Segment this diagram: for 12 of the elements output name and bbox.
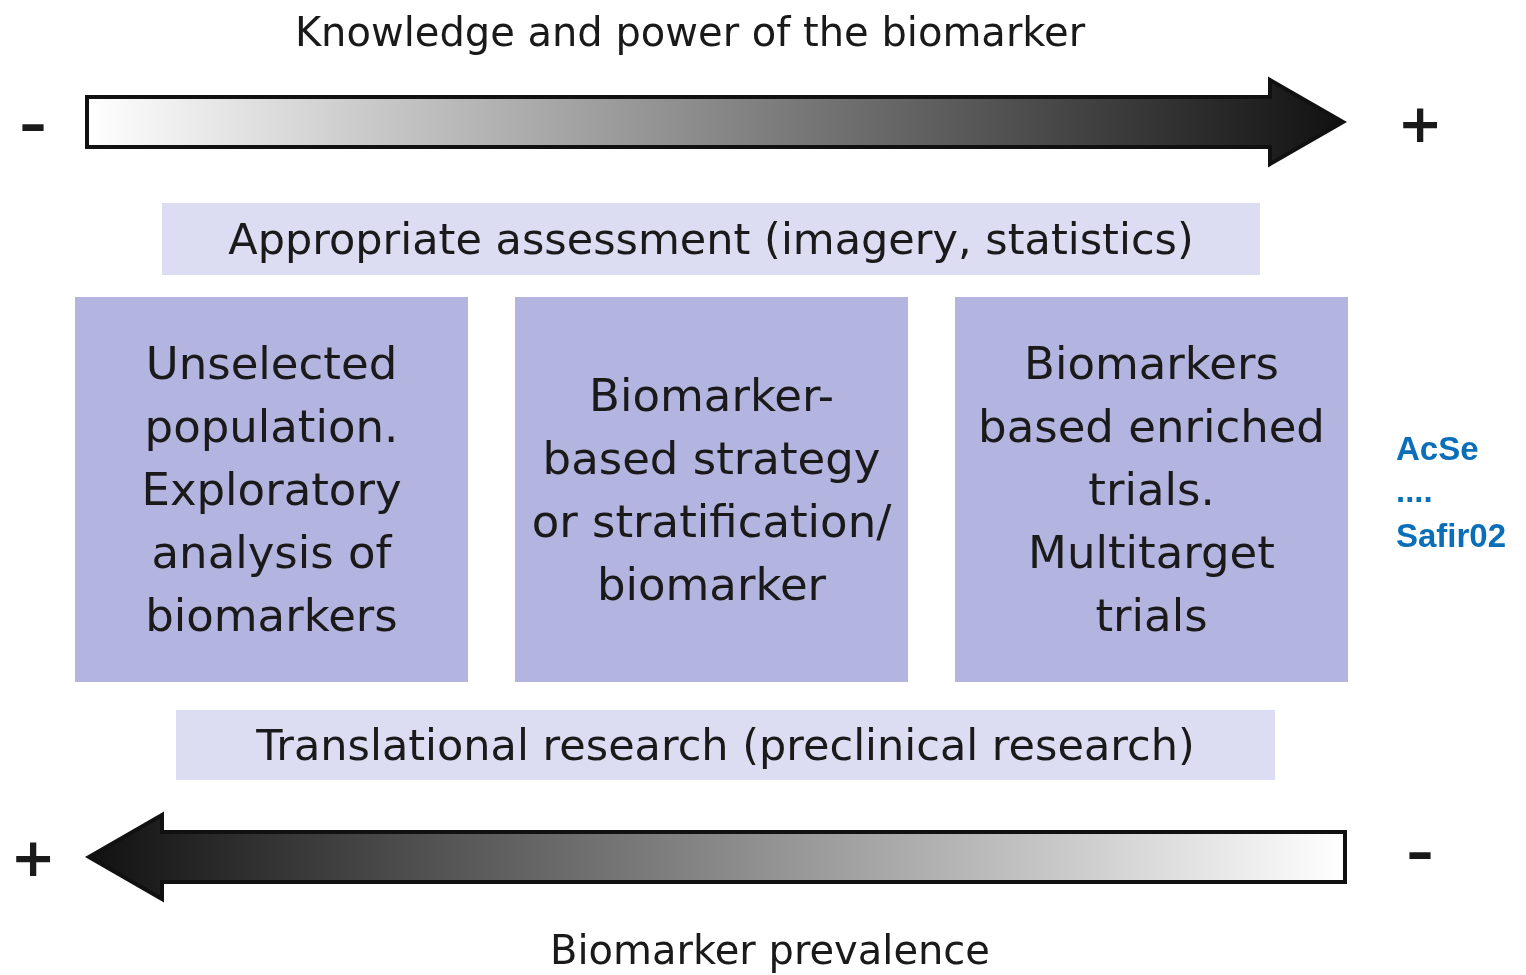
- assessment-band: Appropriate assessment (imagery, statistics): [162, 203, 1260, 275]
- minus-sign: –: [1406, 825, 1434, 879]
- strategy-box: Unselected population. Exploratory analysis of biomarkers: [75, 297, 468, 682]
- plus-sign: +: [10, 831, 56, 885]
- strategy-box: Biomarker-based strategy or stratification/ biomarker: [515, 297, 908, 682]
- research-band: Translational research (preclinical research): [176, 710, 1275, 780]
- plus-sign: +: [1397, 97, 1443, 151]
- minus-sign: –: [19, 97, 47, 151]
- trial-name: Safir02: [1396, 518, 1507, 552]
- trial-name: AcSe: [1396, 431, 1479, 465]
- strategy-box: Biomarkers based enriched trials. Multitarget trials: [955, 297, 1348, 682]
- ellipsis-text: ....: [1396, 473, 1433, 507]
